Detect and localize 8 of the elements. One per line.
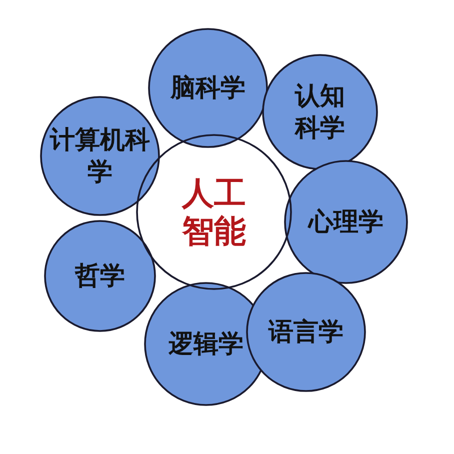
circle-label: 逻辑学	[168, 328, 244, 360]
circle-label: 计算机科学	[50, 124, 150, 188]
circle-label: 认知科学	[294, 80, 346, 144]
center-label: 人工智能	[180, 174, 247, 250]
circle-label: 脑科学	[169, 72, 246, 104]
circle-label: 语言学	[267, 316, 344, 348]
circle-label: 哲学	[74, 260, 126, 292]
circle-label: 心理学	[306, 206, 384, 238]
